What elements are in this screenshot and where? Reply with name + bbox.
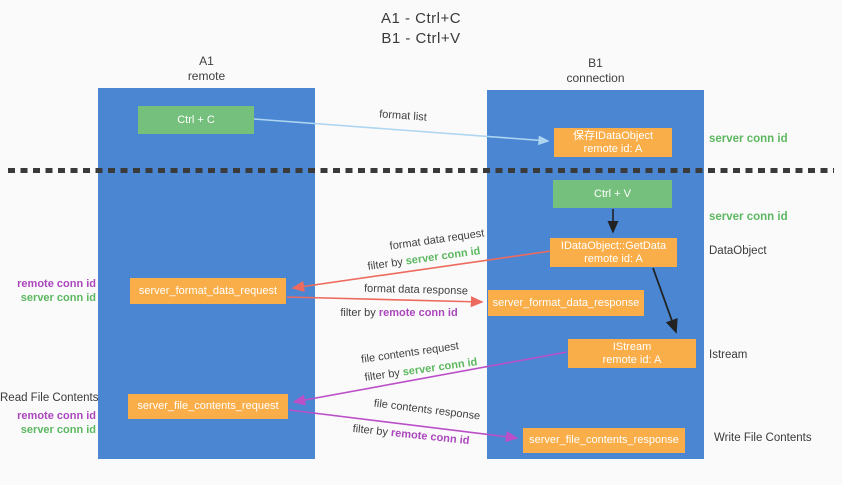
annotation-write-file-contents: Write File Contents [714,432,812,444]
dotted-separator-line [8,168,834,173]
filter-by-text: filter by [340,307,379,319]
node-server-file-contents-response: server_file_contents_response [523,428,685,453]
node-ctrl-v-label: Ctrl + V [594,187,631,200]
node-server-file-contents-request: server_file_contents_request [128,394,288,419]
lane-b1-name: B1 [588,56,603,70]
node-ctrl-v: Ctrl + V [553,180,672,208]
node-getdata-line2: remote id: A [584,252,643,265]
label-filter-server-conn-1: filter by server conn id [367,245,481,273]
node-istream-line1: IStream [612,340,652,353]
node-server-format-data-request: server_format_data_request [130,278,286,304]
title-line-2: B1 - Ctrl+V [381,30,461,47]
annotation-istream: Istream [709,349,748,361]
lane-a1-name: A1 [199,54,214,68]
server-conn-id-label: server conn id [20,292,96,304]
filter-by-text: filter by [366,255,407,273]
lane-b1-subtitle: connection [566,71,625,85]
filter-by-text: filter by [352,422,392,439]
node-istream: IStream remote id: A [568,339,696,368]
remote-conn-id-label: remote conn id [17,278,96,290]
label-format-list: format list [378,108,428,124]
node-istream-line2: remote id: A [602,353,662,366]
node-file-request-label: server_file_contents_request [137,400,279,412]
annotation-server-conn-id-top: server conn id [709,133,788,145]
annotation-conn-ids-format: remote conn id server conn id [0,277,96,305]
diagram-title: A1 - Ctrl+C B1 - Ctrl+V [0,9,842,49]
server-conn-id-label: server conn id [20,424,96,436]
node-file-response-label: server_file_contents_response [529,434,679,446]
annotation-conn-ids-file: remote conn id server conn id [0,409,96,437]
lane-header-a1: A1 remote [98,54,315,84]
node-save-idataobject-line2: remote id: A [583,142,643,155]
node-format-request-label: server_format_data_request [138,284,278,297]
node-save-idataobject-line1: 保存IDataObject [572,129,654,142]
node-idataobject-getdata: IDataObject::GetData remote id: A [550,238,677,267]
label-file-contents-response: file contents response [373,397,481,423]
annotation-read-file-contents: Read File Contents [0,392,99,404]
annotation-dataobject: DataObject [709,245,767,257]
node-ctrl-c: Ctrl + C [138,106,254,134]
title-line-1: A1 - Ctrl+C [380,10,462,27]
node-ctrl-c-label: Ctrl + C [177,113,215,126]
label-format-data-response: format data response [363,282,469,298]
label-filter-remote-conn-2: filter by remote conn id [352,423,470,447]
remote-conn-id-text: remote conn id [390,426,470,448]
node-server-format-data-response: server_format_data_response [488,290,644,316]
arrow-format-data-response [286,296,484,308]
node-save-idataobject: 保存IDataObject remote id: A [554,128,672,157]
lane-header-b1: B1 connection [487,56,704,86]
node-getdata-line1: IDataObject::GetData [560,239,667,252]
server-conn-id-text: server conn id [401,356,479,379]
node-format-response-label: server_format_data_response [492,296,640,309]
remote-conn-id-text: remote conn id [378,307,458,319]
remote-conn-id-label: remote conn id [17,410,96,422]
filter-by-text: filter by [363,366,404,384]
annotation-server-conn-id-mid: server conn id [709,211,788,223]
label-filter-remote-conn-1: filter by remote conn id [340,307,457,319]
lane-a1-subtitle: remote [187,69,226,83]
